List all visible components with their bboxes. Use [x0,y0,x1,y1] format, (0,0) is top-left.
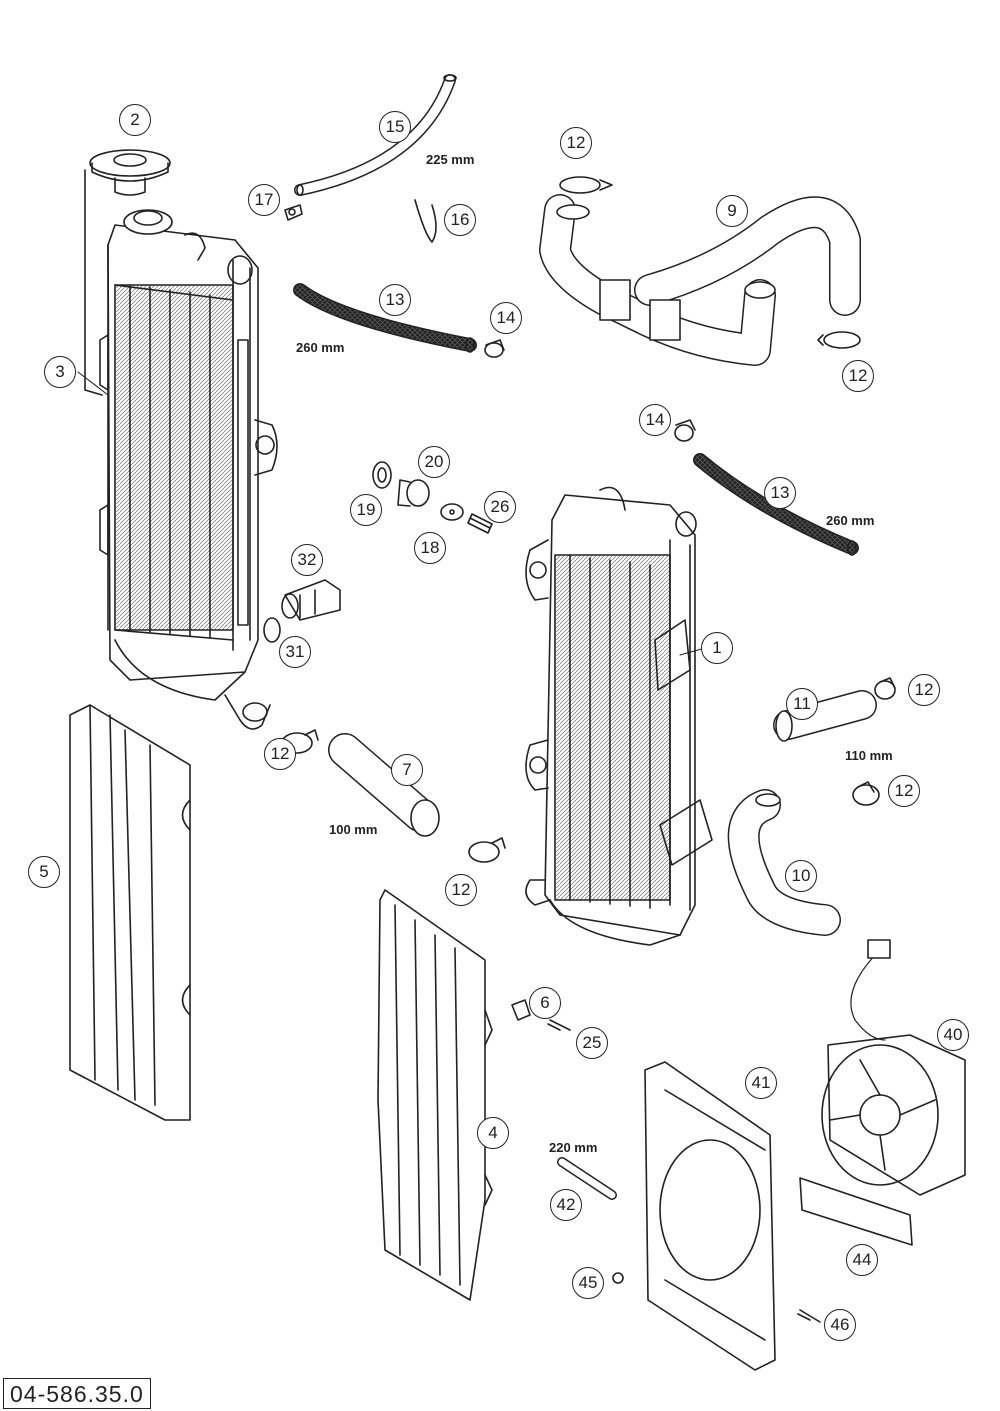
clamp-14-lower [674,419,696,442]
left-radiator [99,209,278,730]
callout-12-b: 12 [842,360,874,392]
callout-15: 15 [379,111,411,143]
hose-11 [773,690,877,742]
screws-45-46 [612,1272,821,1323]
callout-40: 40 [937,1019,969,1051]
clamp-14-upper [484,339,505,358]
dimension-220mm: 220 mm [549,1140,598,1155]
callout-12-e: 12 [908,674,940,706]
dimension-110mm: 110 mm [845,748,893,763]
callout-14-b: 14 [639,404,671,436]
hose-10 [727,789,841,936]
right-radiator [525,486,713,946]
callout-14-a: 14 [490,302,522,334]
radiator-cap [84,149,171,396]
callout-11: 11 [786,688,818,720]
callout-3: 3 [44,356,76,388]
document-code: 04-586.35.0 [3,1378,151,1409]
nut-6-and-screw-25 [511,999,571,1031]
callout-44: 44 [846,1244,878,1276]
hose-15 [294,74,456,196]
callout-1: 1 [701,632,733,664]
callout-41: 41 [745,1067,777,1099]
dimension-100mm: 100 mm [329,822,378,837]
plate-44 [799,1177,913,1246]
callout-26: 26 [484,491,516,523]
callout-12-d: 12 [445,874,477,906]
dimension-260mm-lower: 260 mm [826,513,875,528]
temperature-switch [263,579,341,643]
spoiler-5 [69,704,191,1121]
spoiler-4 [377,889,493,1301]
callout-7: 7 [391,754,423,786]
callout-18: 18 [414,532,446,564]
callout-12-a: 12 [560,127,592,159]
callout-4: 4 [477,1117,509,1149]
dimension-225mm: 225 mm [426,152,475,167]
fan-frame-41 [644,1061,776,1371]
callout-9: 9 [716,195,748,227]
clip-16 [414,199,437,243]
callout-45: 45 [572,1267,604,1299]
callout-13-b: 13 [764,477,796,509]
callout-2: 2 [119,104,151,136]
callout-20: 20 [418,446,450,478]
dimension-260mm-upper: 260 mm [296,340,345,355]
callout-19: 19 [350,494,382,526]
callout-42: 42 [550,1189,582,1221]
callout-5: 5 [28,856,60,888]
leader-lines [77,371,706,656]
y-hose-9 [539,194,861,366]
callout-13-a: 13 [379,284,411,316]
callout-16: 16 [444,204,476,236]
hose-7 [328,733,440,837]
callout-32: 32 [291,544,323,576]
callout-31: 31 [279,636,311,668]
callout-12-f: 12 [888,775,920,807]
callout-6: 6 [529,987,561,1019]
callout-12-c: 12 [264,738,296,770]
callout-10: 10 [785,860,817,892]
callout-25: 25 [576,1027,608,1059]
mounting-hardware [372,461,493,534]
hose-clamps-12 [281,176,896,863]
fan-40 [821,939,966,1196]
screw-17 [284,204,303,221]
callout-17: 17 [248,184,280,216]
callout-46: 46 [824,1309,856,1341]
